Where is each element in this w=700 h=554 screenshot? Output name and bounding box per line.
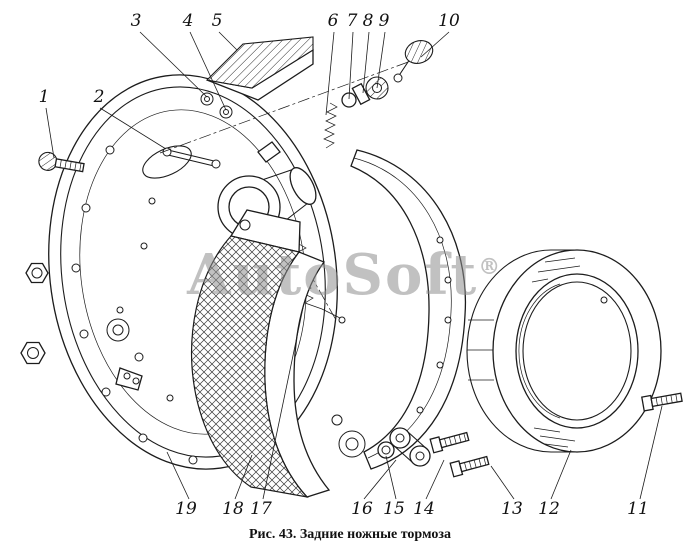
anchor-block (200, 36, 314, 119)
bleeder-fitting (393, 40, 434, 83)
return-spring-upper (323, 102, 338, 149)
callout-6: 6 (328, 11, 339, 31)
washer-ring (377, 441, 395, 459)
nut-lower (20, 341, 46, 365)
assembly-axis (159, 53, 431, 154)
figure-caption: Рис. 43. Задние ножные тормоза (249, 527, 451, 542)
callouts: 1 2 3 4 5 6 7 8 9 10 11 12 13 14 15 16 1… (39, 11, 649, 519)
callout-17: 17 (250, 499, 272, 519)
callout-19: 19 (175, 499, 197, 519)
callout-14: 14 (413, 499, 435, 519)
callout-13: 13 (501, 499, 523, 519)
callout-18: 18 (222, 499, 244, 519)
bolt-14 (429, 431, 470, 454)
callout-3: 3 (131, 11, 142, 31)
bolt-11 (641, 392, 683, 412)
brake-shoe-lined (191, 209, 331, 498)
callout-9: 9 (379, 11, 390, 31)
callout-4: 4 (182, 11, 194, 31)
callout-15: 15 (383, 499, 405, 519)
callout-8: 8 (363, 11, 374, 31)
callout-11: 11 (627, 499, 649, 519)
callout-1: 1 (39, 87, 50, 107)
nut-upper (25, 262, 49, 284)
brake-drum (466, 249, 662, 453)
callout-10: 10 (438, 11, 460, 31)
callout-5: 5 (212, 11, 223, 31)
callout-7: 7 (347, 11, 358, 31)
cylinder-parts (341, 76, 389, 108)
callout-12: 12 (538, 499, 560, 519)
leader-lines (45, 31, 663, 500)
screw-1 (38, 151, 85, 173)
brake-shoe-rear (331, 149, 467, 470)
callout-2: 2 (93, 87, 105, 107)
bolt-13 (449, 455, 490, 478)
callout-16: 16 (351, 499, 373, 519)
shoe-link (389, 427, 431, 467)
